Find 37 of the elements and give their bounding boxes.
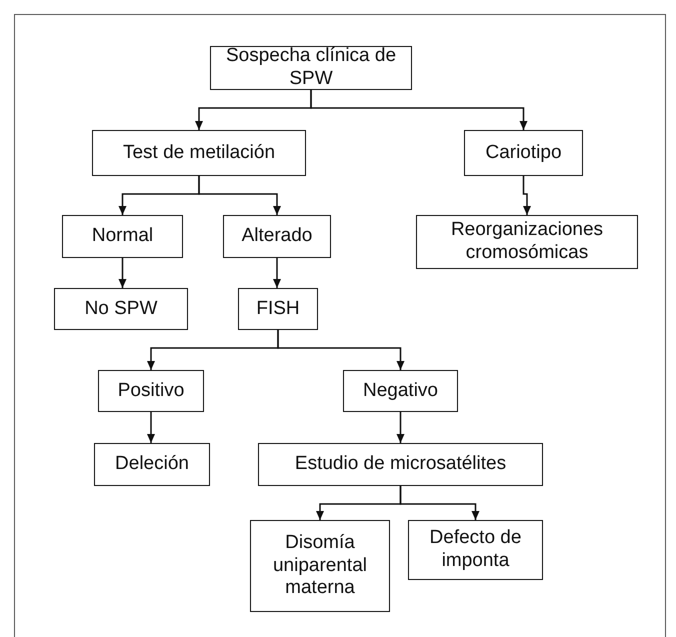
arrow: [400, 486, 480, 520]
box-label: Negativo: [363, 380, 438, 402]
process-box: [408, 520, 543, 580]
arrow: [273, 258, 281, 288]
arrow: [522, 176, 531, 215]
box-label: Cariotipo: [485, 142, 562, 164]
box-label: Normal: [92, 225, 154, 248]
process-box: [223, 215, 331, 258]
arrow: [396, 412, 404, 443]
box-label: No SPW: [84, 298, 158, 320]
box-label: Disomía uniparental materna: [272, 532, 368, 600]
box-label: Test de metilación: [122, 142, 276, 164]
box-label: Estudio de microsatélites: [294, 453, 506, 476]
process-box: [238, 288, 318, 330]
arrow: [147, 412, 155, 443]
process-box: [94, 443, 210, 486]
process-box: [258, 443, 543, 486]
process-box: [62, 215, 183, 258]
process-box: [98, 370, 204, 412]
box-label: Reorganizaciones cromosómicas: [450, 219, 604, 265]
box-label: Alterado: [242, 225, 312, 248]
box-label: Sospecha clínica de SPW: [224, 45, 398, 91]
box-label: Deleción: [115, 453, 189, 476]
process-box: [54, 288, 188, 330]
arrow: [198, 176, 281, 215]
arrow: [310, 90, 528, 130]
process-box: [343, 370, 458, 412]
arrow: [118, 258, 126, 288]
process-box: [464, 130, 583, 176]
box-label: Positivo: [118, 380, 184, 402]
box-label: FISH: [256, 298, 300, 320]
process-box: [250, 520, 390, 612]
box-label: Defecto de imponta: [428, 527, 522, 573]
process-box: [416, 215, 638, 269]
process-box: [92, 130, 306, 176]
process-box: [210, 46, 412, 90]
arrow: [277, 330, 404, 370]
